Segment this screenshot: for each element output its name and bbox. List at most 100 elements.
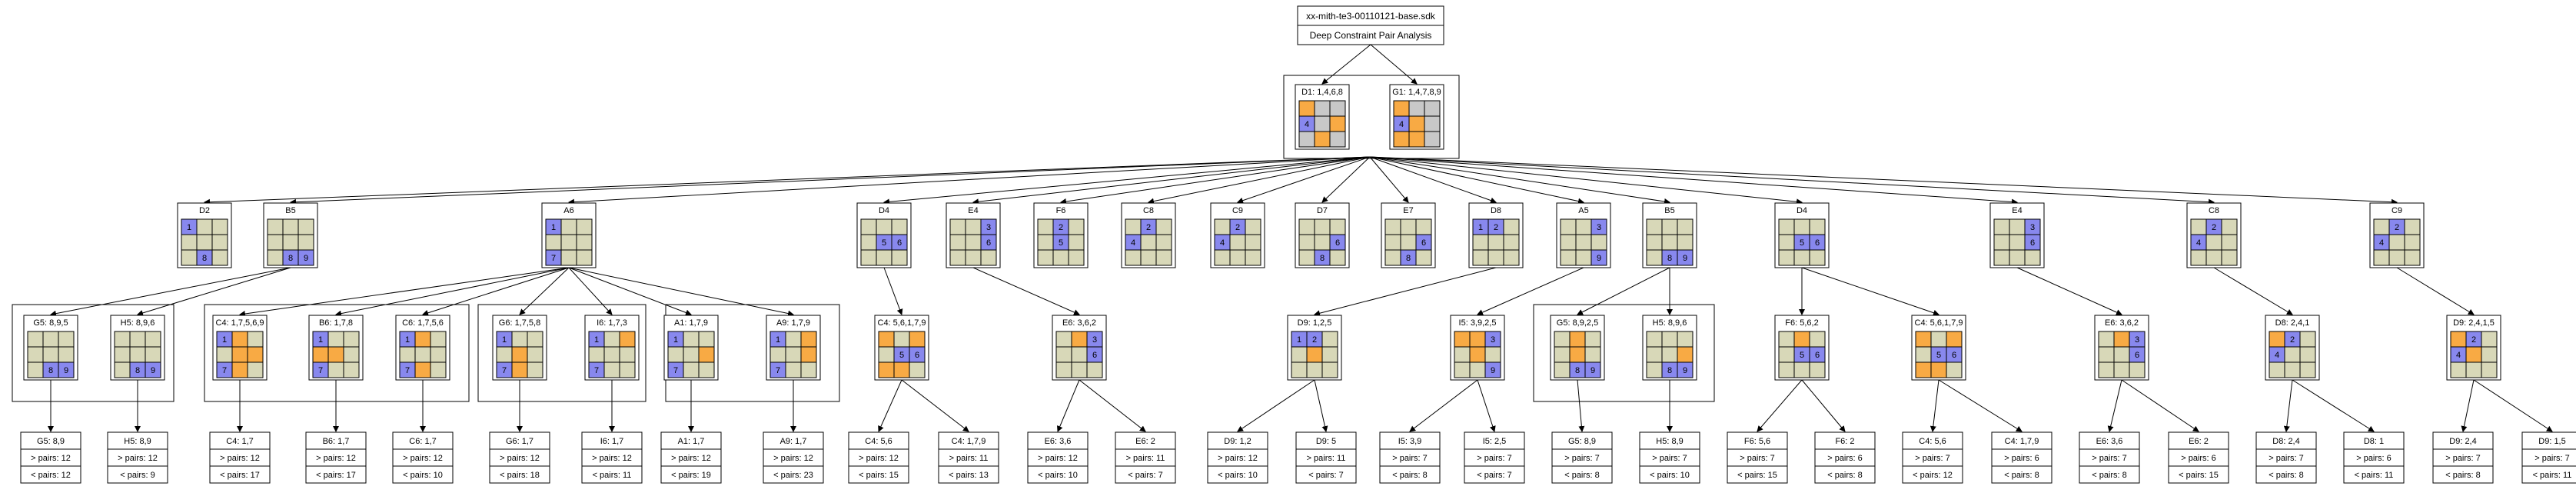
grid-cell <box>1778 361 1795 378</box>
grid-cell-number: 5 <box>1059 238 1063 248</box>
grid-cell <box>949 249 966 266</box>
grid-cell-number: 1 <box>551 223 556 232</box>
grid-cell-number: 6 <box>2135 351 2139 360</box>
level2-node-label: C4: 5,6,1,7,9 <box>878 318 926 328</box>
leaf-node-box <box>1902 431 1963 484</box>
grid-cell <box>430 361 447 378</box>
grid-cell <box>196 218 213 235</box>
leaf-label: D9: 5 <box>1316 437 1336 446</box>
grid-cell <box>2299 331 2316 348</box>
leaf-node: E6: 2> pairs: 11< pairs: 7 <box>1115 431 1176 484</box>
grid-cell <box>1321 331 1338 348</box>
grid-cell <box>247 361 264 378</box>
level2-node-label: E6: 3,6,2 <box>2105 318 2139 328</box>
leaf-gt-pairs: > pairs: 7 <box>1564 454 1600 463</box>
edge <box>239 267 570 317</box>
leaf-lt-pairs: < pairs: 9 <box>120 471 155 480</box>
leaf-label: I5: 3,9 <box>1398 437 1422 446</box>
grid-cell <box>1569 331 1586 348</box>
edge <box>2461 379 2475 432</box>
grid-cell <box>1584 346 1601 363</box>
grid-cell <box>343 346 360 363</box>
edge <box>883 267 903 315</box>
grid-cell <box>2269 361 2285 378</box>
grid-cell <box>2450 331 2467 348</box>
leaf-lt-pairs: < pairs: 23 <box>773 471 813 480</box>
grid-cell-number: 6 <box>1092 351 1097 360</box>
grid-cell <box>1809 331 1826 348</box>
grid-cell <box>1329 131 1346 148</box>
edge <box>878 379 902 432</box>
grid-cell-number: 7 <box>551 254 556 263</box>
grid-cell <box>1408 131 1425 148</box>
level2-node: G6: 1,7,5,817 <box>492 315 547 381</box>
grid-cell <box>1484 361 1501 378</box>
grid-cell <box>1809 249 1826 266</box>
grid-cell <box>2113 346 2130 363</box>
grid-cell <box>893 331 910 348</box>
level2-node: E6: 3,6,236 <box>2094 315 2149 381</box>
grid-cell <box>414 331 431 348</box>
leaf-lt-pairs: < pairs: 15 <box>1737 471 1777 480</box>
level1-node-label: C9 <box>1232 206 1243 215</box>
grid-cell <box>891 249 908 266</box>
grid-cell <box>1646 346 1663 363</box>
grid-cell <box>698 346 715 363</box>
grid-cell-number: 8 <box>1406 254 1411 263</box>
grid-cell <box>114 331 131 348</box>
leaf-gt-pairs: > pairs: 12 <box>118 454 158 463</box>
grid-cell <box>603 331 620 348</box>
grid-cell-number: 8 <box>48 366 53 375</box>
grid-cell <box>1915 361 1932 378</box>
grid-cell <box>1321 361 1338 378</box>
grid-cell <box>1229 249 1246 266</box>
grid-cell-number: 7 <box>502 366 507 375</box>
grid-cell <box>1314 218 1331 235</box>
grid-cell <box>1503 218 1520 235</box>
grid-cell-number: 1 <box>776 335 780 345</box>
grid-cell <box>1384 218 1401 235</box>
leaf-gt-pairs: > pairs: 6 <box>2004 454 2039 463</box>
edge <box>1321 44 1371 85</box>
grid-cell <box>1125 218 1142 235</box>
leaf-lt-pairs: < pairs: 11 <box>2533 471 2572 480</box>
leaf-node: F6: 2> pairs: 6< pairs: 8 <box>1814 431 1876 484</box>
level2-cluster <box>204 304 470 402</box>
edge <box>1369 156 2398 205</box>
grid-cell-number: 3 <box>2030 223 2035 232</box>
grid-cell-number: 5 <box>1936 351 1941 360</box>
grid-cell <box>785 331 802 348</box>
grid-cell <box>876 218 892 235</box>
grid-cell <box>965 249 982 266</box>
edge <box>1369 156 1670 205</box>
grid-cell <box>2009 218 2026 235</box>
level2-node: C6: 1,7,5,617 <box>395 315 450 381</box>
title-file: xx-mith-te3-00110121-base.sdk <box>1306 11 1436 22</box>
grid-cell <box>1472 234 1489 251</box>
grid-cell <box>297 249 314 266</box>
grid-cell <box>247 346 264 363</box>
level1-node-label: D8 <box>1491 206 1501 215</box>
grid-cell <box>1068 218 1085 235</box>
grid-cell <box>909 331 926 348</box>
edge <box>2121 379 2199 432</box>
grid-cell <box>1554 331 1571 348</box>
level1-node-label: D4 <box>879 206 889 215</box>
grid-cell <box>1314 100 1331 117</box>
grid-cell <box>1646 249 1663 266</box>
grid-cell <box>196 234 213 251</box>
grid-cell <box>430 346 447 363</box>
leaf-lt-pairs: < pairs: 12 <box>1913 471 1953 480</box>
grid-cell <box>878 331 895 348</box>
grid-cell <box>58 361 75 378</box>
grid-cell-number: 9 <box>1597 254 1601 263</box>
grid-cell <box>1291 361 1308 378</box>
leaf-node-box <box>2521 431 2576 484</box>
leaf-lt-pairs: < pairs: 13 <box>949 471 989 480</box>
grid-cell <box>1575 234 1592 251</box>
